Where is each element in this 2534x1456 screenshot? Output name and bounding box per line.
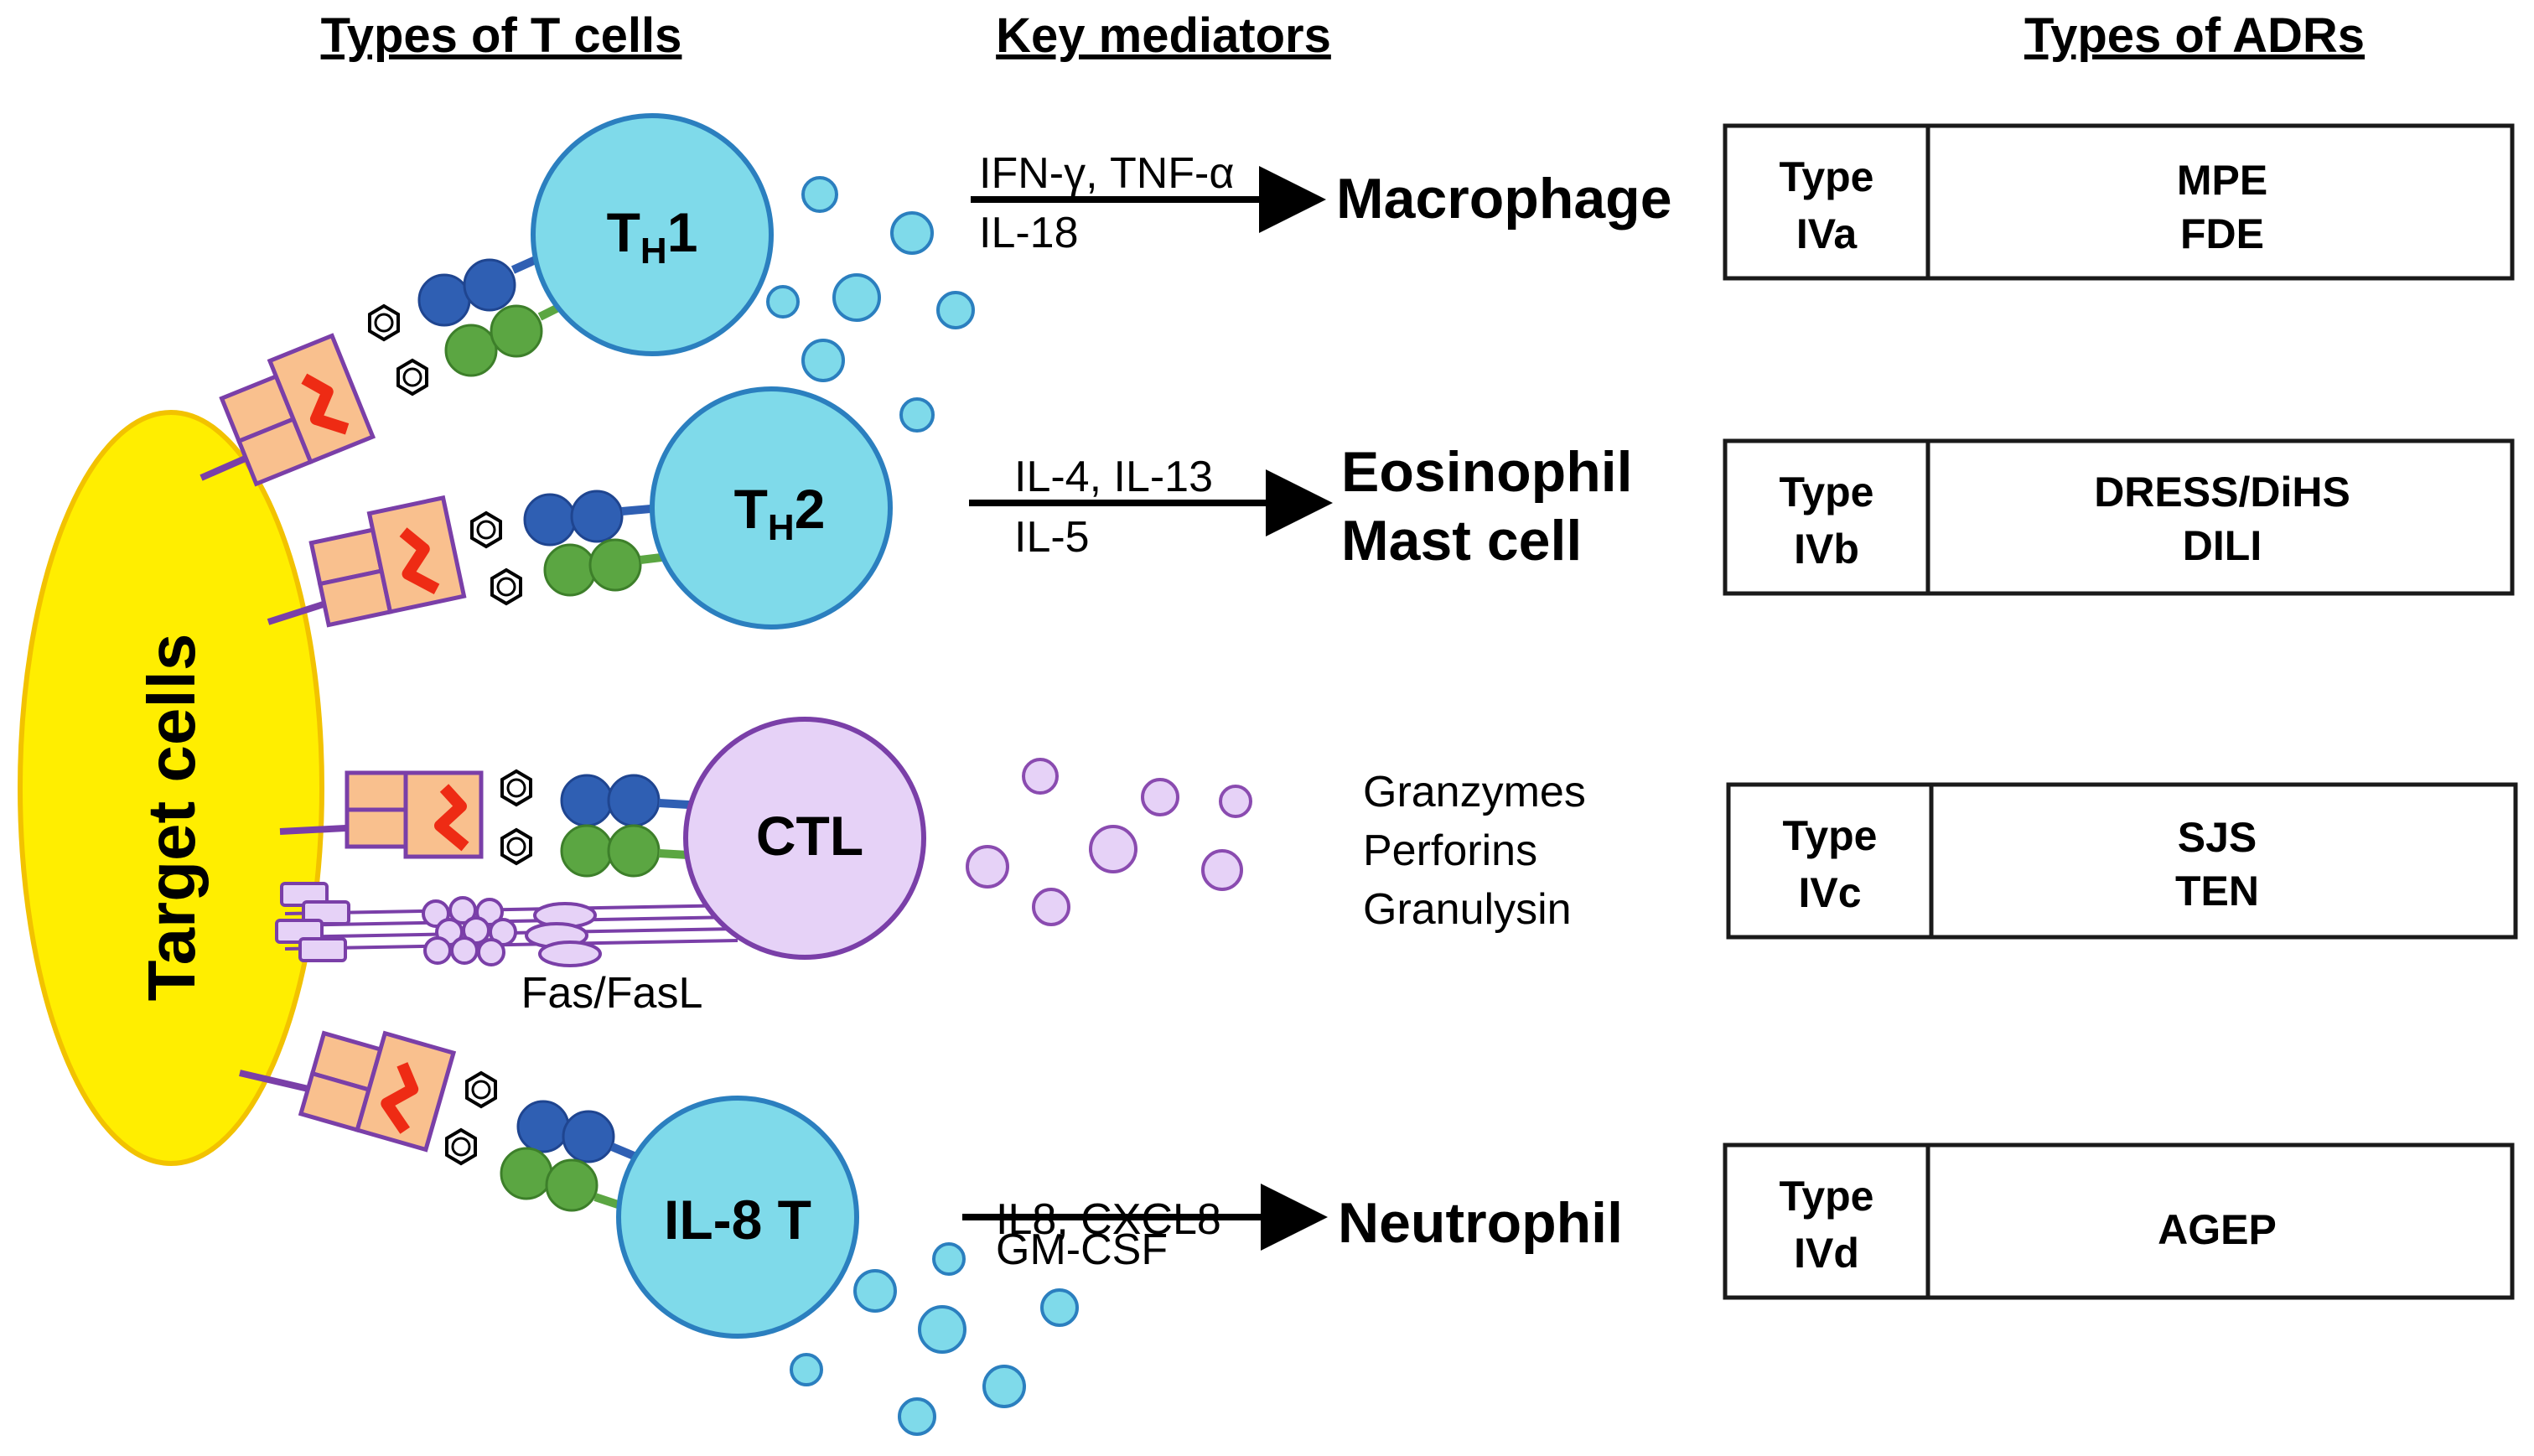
- adr-iva-line-2: FDE: [2180, 210, 2264, 257]
- adr-type-iva-line-2: IVa: [1796, 210, 1858, 257]
- th1-label: TH1: [607, 201, 698, 272]
- receptor-complex-th2: [267, 490, 697, 628]
- adr-type-box-iva: [1723, 123, 1930, 281]
- ctl-mediator-line-2: Perforins: [1363, 826, 1537, 875]
- adr-list-box-ivb: [1925, 438, 2515, 596]
- ctl-mediator-line-3: Granulysin: [1363, 885, 1572, 934]
- adr-type-ivc-line-2: IVc: [1798, 869, 1861, 916]
- th1-cytokines: [766, 176, 975, 433]
- th2-effector-1: Eosinophil: [1341, 440, 1633, 504]
- target-cell: [18, 410, 324, 1166]
- il8t-mediator-line-2: GM-CSF: [996, 1225, 1168, 1274]
- adr-type-ivd-line-1: Type: [1780, 1173, 1874, 1220]
- header-t-cells: Types of T cells: [321, 8, 682, 63]
- adr-ivb-line-1: DRESS/DiHS: [2094, 469, 2350, 516]
- th2-effector-2: Mast cell: [1341, 509, 1582, 573]
- receptor-complex-ctl: [279, 769, 718, 878]
- th2-label: TH2: [734, 478, 826, 548]
- adr-type-ivc-line-1: Type: [1783, 812, 1878, 859]
- th2-mediator-line-1: IL-4, IL-13: [1014, 453, 1213, 501]
- ctl-cytotoxic-granules: [966, 758, 1252, 926]
- ctl-cell: [683, 717, 926, 960]
- adr-type-box-ivc: [1726, 782, 1934, 940]
- adr-type-ivb-line-2: IVb: [1794, 526, 1859, 573]
- adr-list-box-ivc: [1929, 782, 2518, 940]
- adr-ivc-line-2: TEN: [2175, 868, 2259, 915]
- target-cells-label: Target cells: [134, 634, 209, 1002]
- fas-fasl-label: Fas/FasL: [521, 969, 703, 1018]
- receptor-complex-il8t: [239, 1030, 666, 1218]
- il8t-cytokines: [790, 1242, 1079, 1436]
- header-types-of-adrs: Types of ADRs: [2024, 8, 2365, 63]
- th2-cell: [650, 386, 893, 630]
- ctl-mediator-line-1: Granzymes: [1363, 768, 1586, 816]
- adr-list-box-ivd: [1925, 1143, 2515, 1300]
- fas-fasl-complex: [275, 882, 738, 967]
- adr-type-ivd-line-2: IVd: [1794, 1230, 1859, 1277]
- th2-mediator-line-2: IL-5: [1014, 513, 1090, 562]
- th1-mediator-line-2: IL-18: [979, 209, 1079, 257]
- adr-ivb-line-2: DILI: [2183, 522, 2262, 569]
- adr-iva-line-1: MPE: [2177, 157, 2267, 204]
- adr-type-ivb-line-1: Type: [1780, 469, 1874, 516]
- adr-type-box-ivd: [1723, 1143, 1930, 1300]
- il8t-cell: [616, 1096, 859, 1339]
- ctl-label: CTL: [756, 805, 863, 867]
- th1-effector: Macrophage: [1336, 167, 1672, 231]
- adr-ivc-line-1: SJS: [2178, 814, 2257, 861]
- adr-list-box-iva: [1925, 123, 2515, 281]
- receptor-complex-th1: [200, 244, 589, 487]
- adr-ivd-line-1: AGEP: [2158, 1206, 2277, 1253]
- il8t-label: IL-8 T: [664, 1189, 811, 1251]
- il8t-effector: Neutrophil: [1338, 1191, 1623, 1255]
- header-key-mediators: Key mediators: [996, 8, 1331, 63]
- adr-type-iva-line-1: Type: [1780, 153, 1874, 200]
- th1-cell: [531, 113, 774, 356]
- th1-mediator-line-1: IFN-γ, TNF-α: [979, 149, 1234, 198]
